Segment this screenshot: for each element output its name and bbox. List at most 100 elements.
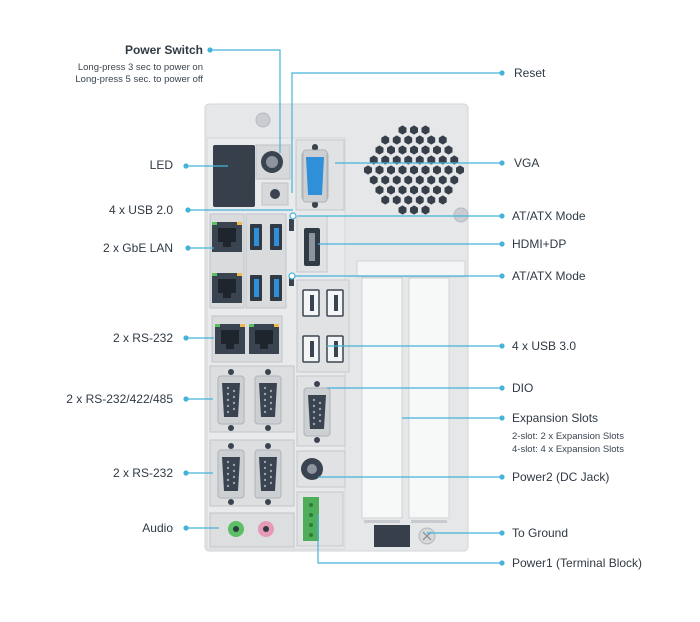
vent-hole xyxy=(392,135,401,145)
label-rs232-422-485: 2 x RS-232/422/485 xyxy=(66,392,173,406)
usb30-port-1 xyxy=(302,289,320,317)
vent-hole xyxy=(404,195,413,205)
label-power-switch-note-1: Long-press 3 sec to power on xyxy=(77,62,203,73)
label-led: LED xyxy=(149,158,173,172)
vent-hole xyxy=(450,155,459,165)
vent-hole xyxy=(398,185,407,195)
label-hdmi-dp: HDMI+DP xyxy=(512,237,567,251)
vent-hole xyxy=(410,185,418,195)
reset-button xyxy=(270,189,280,199)
led-window xyxy=(213,145,255,207)
rs232-top-port-2 xyxy=(249,324,279,354)
at-atx-switch-1 xyxy=(289,219,294,231)
expansion-slot-2 xyxy=(408,277,450,519)
vent-hole xyxy=(369,155,378,165)
vent-hole xyxy=(410,125,418,135)
vent-hole xyxy=(387,165,395,175)
vent-hole xyxy=(421,145,430,155)
vent-hole xyxy=(421,185,430,195)
vent-hole xyxy=(404,135,413,145)
vent-hole xyxy=(456,165,464,175)
lan-port-1 xyxy=(212,222,242,252)
label-power1: Power1 (Terminal Block) xyxy=(512,556,643,570)
callout-lines xyxy=(186,49,502,564)
label-rs232-bottom: 2 x RS-232 xyxy=(112,466,173,480)
label-vga: VGA xyxy=(514,156,540,170)
vent-hole xyxy=(427,195,436,205)
vent-hole xyxy=(444,145,453,155)
vent-hole xyxy=(381,155,390,165)
vent-hole xyxy=(438,195,447,205)
label-usb20: 4 x USB 2.0 xyxy=(108,203,173,217)
dio-port xyxy=(303,380,331,444)
vent-hole xyxy=(404,175,413,185)
usb20-port-3 xyxy=(250,275,262,301)
vent-hole xyxy=(415,155,424,165)
label-expansion: Expansion Slots xyxy=(512,411,599,425)
vga-port xyxy=(302,144,328,208)
vent-hole xyxy=(433,185,441,195)
vent-hole xyxy=(381,195,390,205)
usb20-port-4 xyxy=(270,275,282,301)
vent-hole xyxy=(444,165,453,175)
rs232-top-port-1 xyxy=(215,324,245,354)
vent-hole xyxy=(433,145,441,155)
vent-hole xyxy=(364,165,372,175)
vent-hole xyxy=(375,185,384,195)
at-atx-switch-2 xyxy=(289,274,294,286)
label-power-switch-note-2: Long-press 5 sec. to power off xyxy=(75,74,203,85)
vent-hole xyxy=(387,145,395,155)
vent-hole xyxy=(421,125,430,135)
label-at-atx-2: AT/ATX Mode xyxy=(512,269,586,283)
label-audio: Audio xyxy=(142,521,173,535)
vent-hole xyxy=(438,135,447,145)
vent-hole xyxy=(438,175,447,185)
vent-hole xyxy=(398,145,407,155)
label-usb30: 4 x USB 3.0 xyxy=(512,339,577,353)
callout-dots xyxy=(183,47,505,566)
vent-hole xyxy=(381,135,390,145)
rs422-port-2 xyxy=(254,368,282,432)
vent-hole xyxy=(444,185,453,195)
vent-hole xyxy=(433,165,441,175)
label-expansion-note-1: 2-slot: 2 x Expansion Slots xyxy=(512,431,624,442)
ventilation-grid xyxy=(364,125,464,215)
vent-hole xyxy=(415,195,424,205)
vent-hole xyxy=(415,135,424,145)
lan-port-2 xyxy=(212,273,242,303)
label-power-switch: Power Switch xyxy=(124,43,203,57)
rs422-port-1 xyxy=(217,368,245,432)
vent-hole xyxy=(415,175,424,185)
usb30-port-2 xyxy=(326,289,344,317)
vent-hole xyxy=(398,125,407,135)
vent-hole xyxy=(381,175,390,185)
vent-hole xyxy=(392,195,401,205)
label-dio: DIO xyxy=(512,381,534,395)
terminal-block xyxy=(303,497,319,541)
expansion-bracket xyxy=(356,260,466,278)
screw-right xyxy=(453,207,469,223)
vent-hole xyxy=(375,145,384,155)
vent-hole xyxy=(375,165,384,175)
label-expansion-note-2: 4-slot: 4 x Expansion Slots xyxy=(512,444,624,455)
vent-hole xyxy=(410,205,418,215)
vent-hole xyxy=(369,175,378,185)
vent-hole xyxy=(427,175,436,185)
label-at-atx-1: AT/ATX Mode xyxy=(512,209,586,223)
vent-hole xyxy=(421,205,430,215)
vent-hole xyxy=(387,185,395,195)
label-power2: Power2 (DC Jack) xyxy=(512,470,610,484)
vent-hole xyxy=(427,155,436,165)
vent-hole xyxy=(404,155,413,165)
vent-hole xyxy=(410,145,418,155)
vent-hole xyxy=(410,165,418,175)
usb30-port-3 xyxy=(302,335,320,363)
vent-hole xyxy=(438,155,447,165)
usb20-port-1 xyxy=(250,224,262,250)
rs232-bottom-port-1 xyxy=(217,442,245,506)
vent-hole xyxy=(427,135,436,145)
usb30-port-4 xyxy=(326,335,344,363)
vent-hole xyxy=(392,155,401,165)
label-gbe-lan: 2 x GbE LAN xyxy=(102,241,173,255)
vent-hole xyxy=(450,175,459,185)
